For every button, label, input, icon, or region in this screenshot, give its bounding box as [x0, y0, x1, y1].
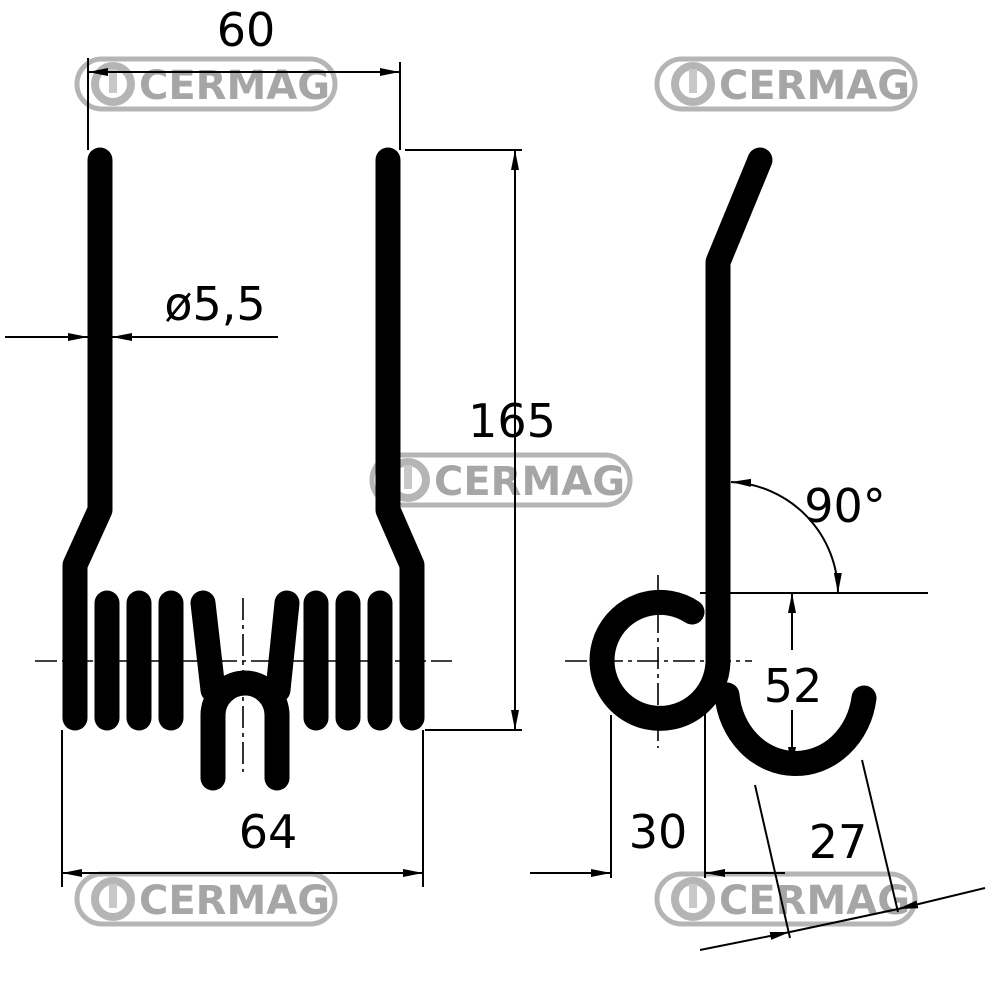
tine-wire	[589, 147, 773, 731]
right-wire-arm	[375, 147, 425, 731]
dim-wire-diameter: ø5,5	[164, 277, 265, 331]
dim-angle: 90°	[804, 479, 886, 533]
watermark-text: CERMAG	[139, 63, 330, 109]
dim-height: 165	[468, 394, 556, 448]
front-view: 60 ø5,5 165 64	[5, 3, 556, 887]
cermag-watermark: CERMAG	[654, 871, 918, 927]
side-view: 90° 52 30 27	[530, 147, 986, 951]
wheat-logo-icon	[91, 62, 135, 106]
dim-coil-diameter: 30	[629, 805, 688, 859]
dim-hook-width: 27	[809, 815, 868, 869]
left-wire-arm	[62, 147, 113, 731]
mounting-loop	[190, 590, 300, 791]
cermag-watermark: CERMAG	[654, 56, 918, 112]
watermark-text: CERMAG	[139, 878, 330, 924]
cermag-watermark: CERMAG	[74, 56, 338, 112]
wheat-logo-icon	[671, 62, 715, 106]
dim-width-top: 60	[217, 3, 276, 57]
dim-width-bottom: 64	[239, 805, 298, 859]
watermark-text: CERMAG	[719, 878, 910, 924]
cermag-watermark: CERMAG	[369, 452, 633, 508]
watermark-text: CERMAG	[434, 459, 625, 505]
wheat-logo-icon	[91, 877, 135, 921]
watermark-text: CERMAG	[719, 63, 910, 109]
dim-offset: 52	[764, 659, 823, 713]
cermag-watermark: CERMAG	[74, 871, 338, 927]
wheat-logo-icon	[671, 877, 715, 921]
